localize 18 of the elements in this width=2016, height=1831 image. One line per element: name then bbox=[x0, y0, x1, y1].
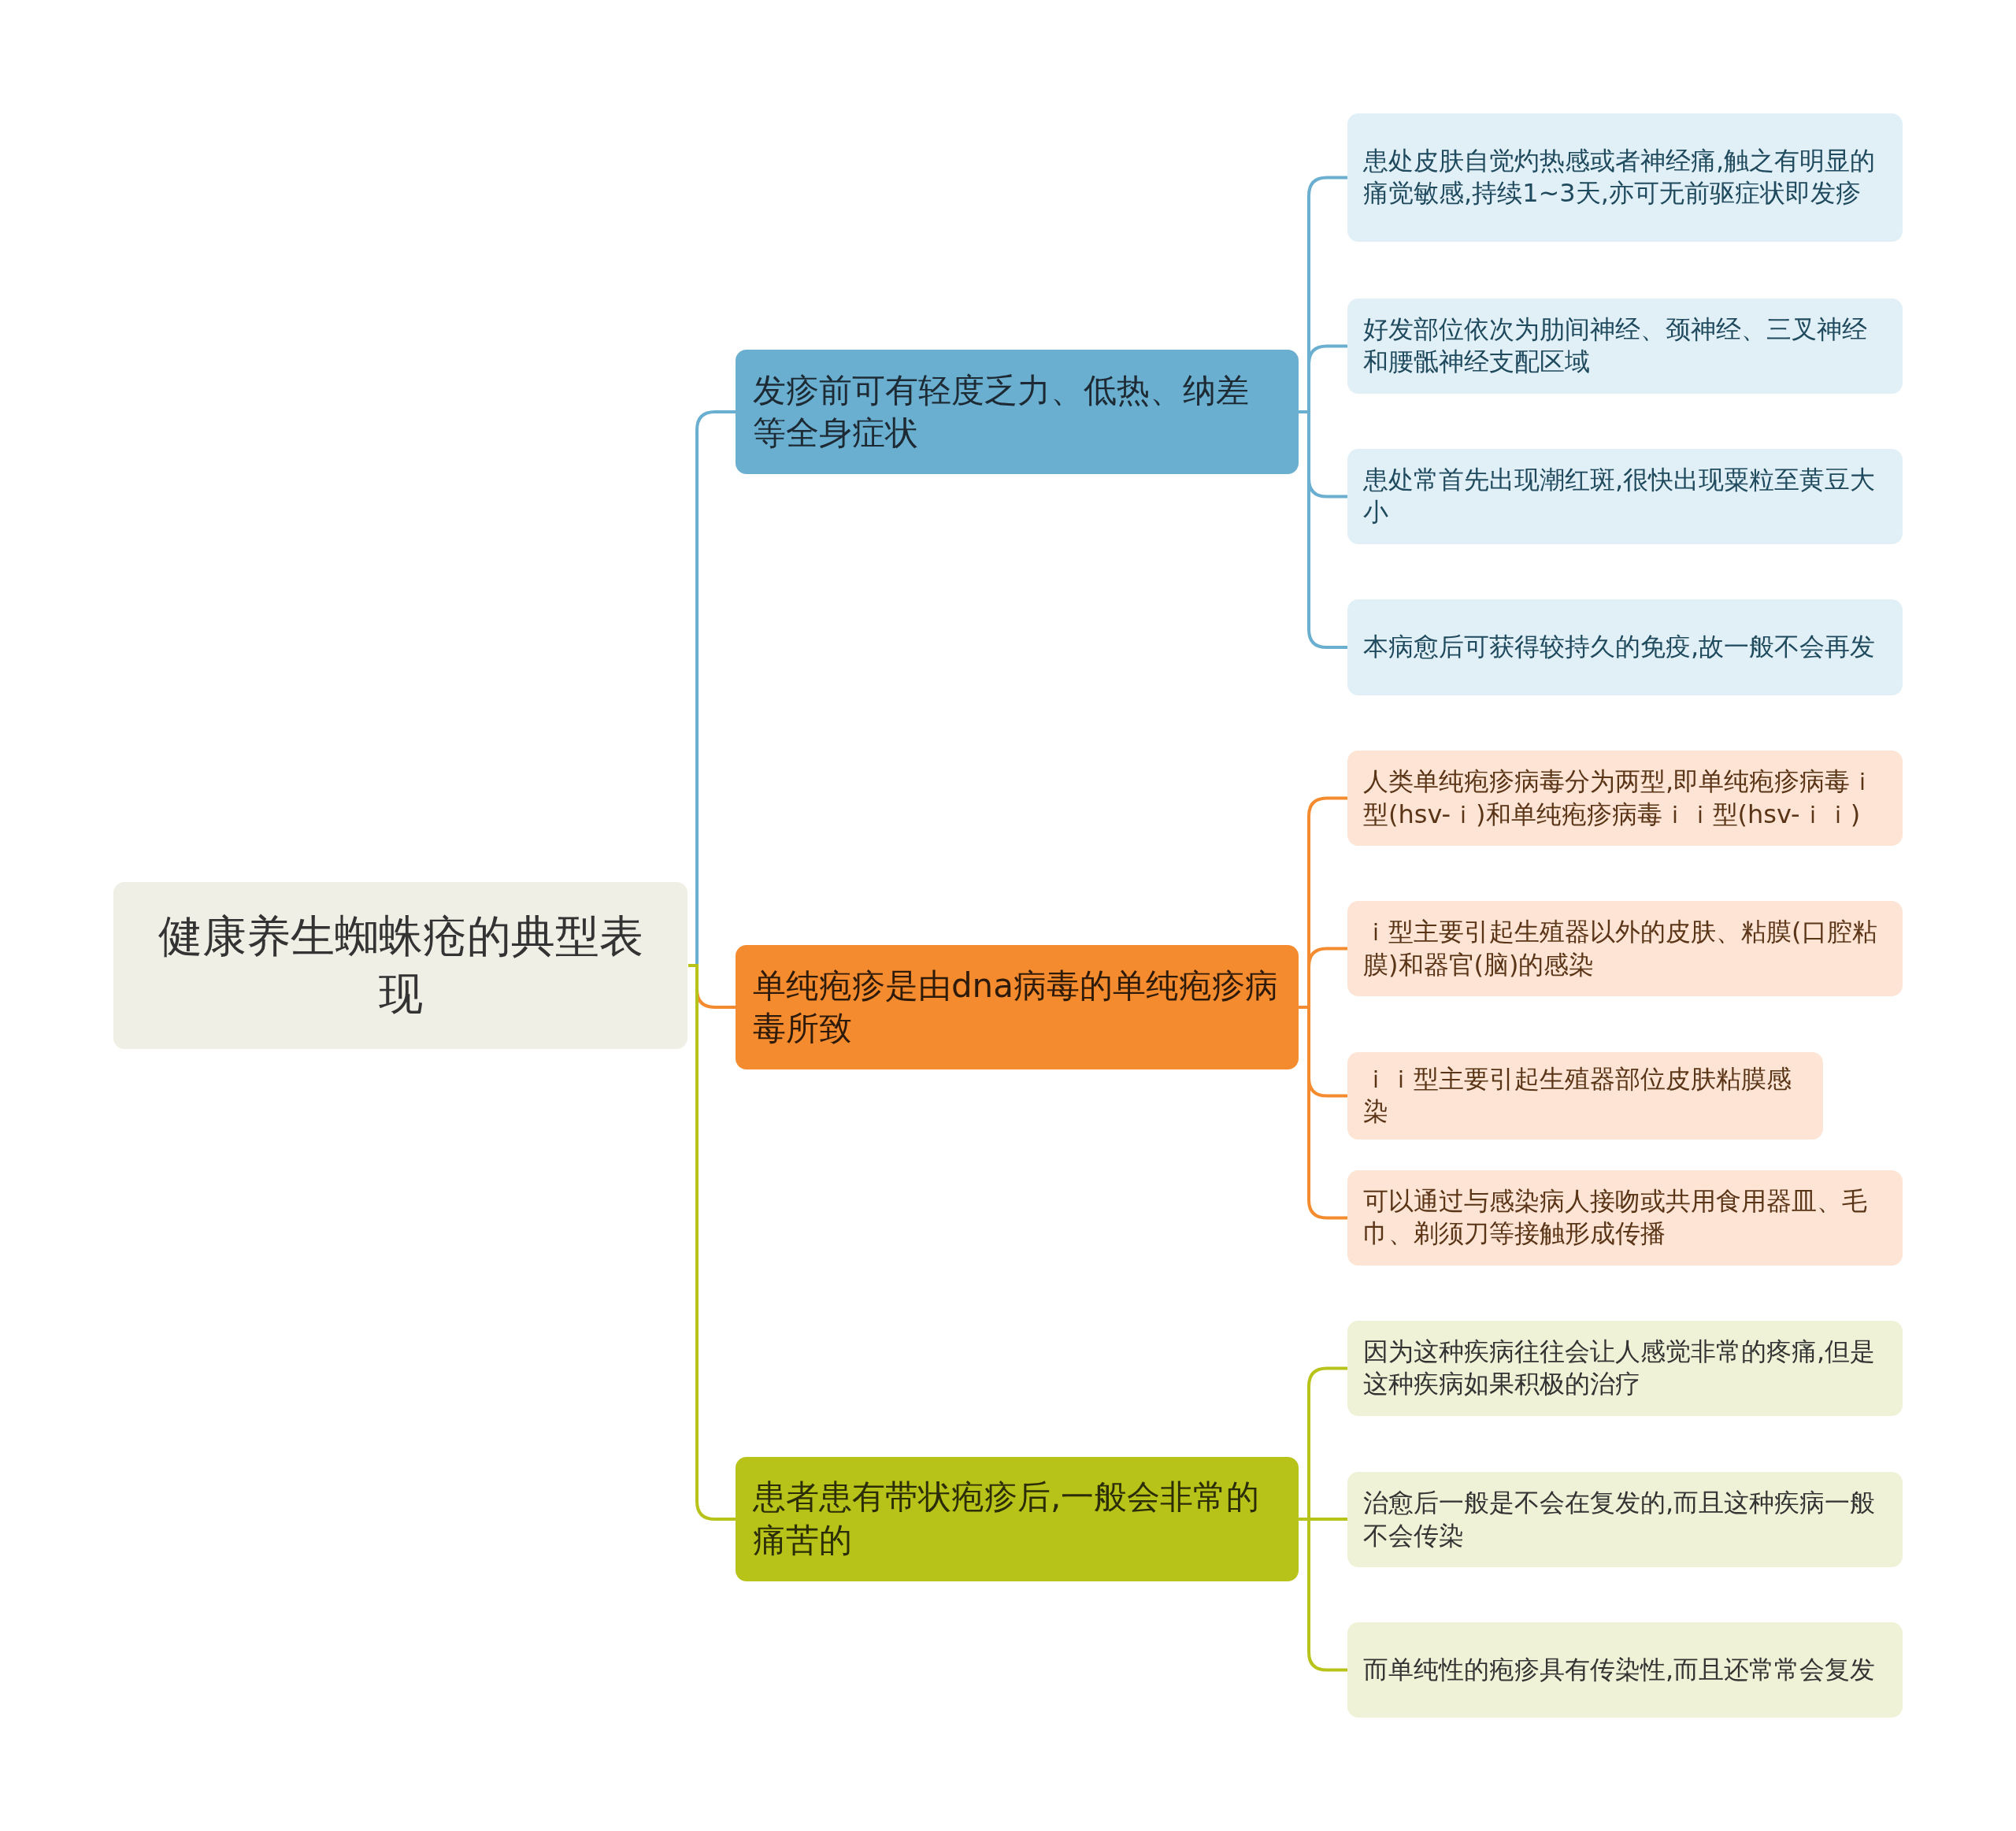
subtopic-box: 患处常首先出现潮红斑,很快出现粟粒至黄豆大小 bbox=[1347, 448, 1903, 544]
subtopic-box: ｉ型主要引起生殖器以外的皮肤、粘膜(口腔粘膜)和器官(脑)的感染 bbox=[1347, 901, 1903, 997]
subtopic-box: 而单纯性的疱疹具有传染性,而且还常常会复发 bbox=[1347, 1622, 1903, 1718]
subtopic-box: 本病愈后可获得较持久的免疫,故一般不会再发 bbox=[1347, 599, 1903, 696]
subtopic-box: 治愈后一般是不会在复发的,而且这种疾病一般不会传染 bbox=[1347, 1472, 1903, 1568]
topic-box: 发疹前可有轻度乏力、低热、纳差等全身症状 bbox=[735, 350, 1299, 475]
topic-box: 患者患有带状疱疹后,一般会非常的痛苦的 bbox=[735, 1456, 1299, 1582]
topic-box: 单纯疱疹是由dna病毒的单纯疱疹病毒所致 bbox=[735, 945, 1299, 1070]
subtopic-box: 因为这种疾病往往会让人感觉非常的疼痛,但是这种疾病如果积极的治疗 bbox=[1347, 1320, 1903, 1416]
subtopic-box: 患处皮肤自觉灼热感或者神经痛,触之有明显的痛觉敏感,持续1~3天,亦可无前驱症状即发疹 bbox=[1347, 113, 1903, 242]
subtopic-box: 好发部位依次为肋间神经、颈神经、三叉神经和腰骶神经支配区域 bbox=[1347, 298, 1903, 394]
subtopic-box: ｉｉ型主要引起生殖器部位皮肤粘膜感染 bbox=[1347, 1051, 1824, 1140]
subtopic-box: 人类单纯疱疹病毒分为两型,即单纯疱疹病毒ｉ型(hsv-ｉ)和单纯疱疹病毒ｉｉ型(hsv-ｉｉ) bbox=[1347, 751, 1903, 847]
connector-line bbox=[1299, 1518, 1347, 1672]
subtopic-box: 可以通过与感染病人接吻或共用食用器皿、毛巾、剃须刀等接触形成传播 bbox=[1347, 1169, 1903, 1266]
connector-line bbox=[1299, 1006, 1347, 1220]
connector-line bbox=[688, 964, 736, 1521]
root-topic-box: 健康养生蜘蛛疮的典型表现 bbox=[113, 882, 688, 1050]
